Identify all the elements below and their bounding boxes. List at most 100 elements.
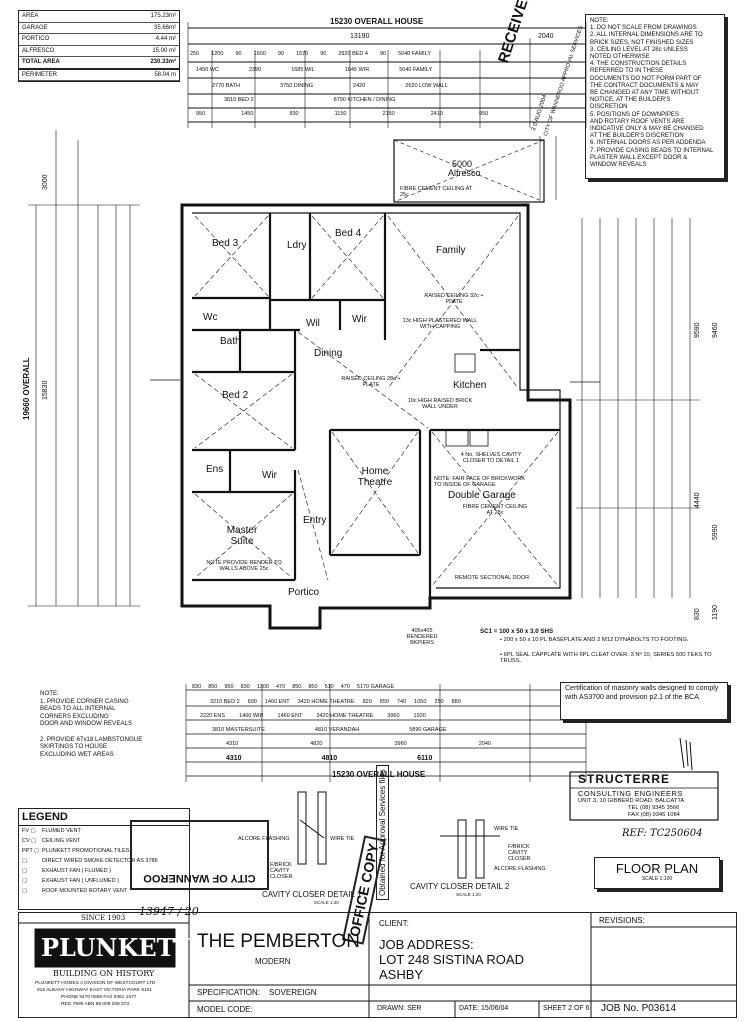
plunkett-logo: PLUNKETT: [41, 933, 192, 962]
legend-label: ROOF MOUNTED ROTARY VENT: [42, 888, 128, 894]
room-bed2: Bed 2: [222, 390, 249, 401]
note-line: BE CHANGED AT ANY TIME WITHOUT: [590, 89, 699, 97]
dim-value: 3810 MASTERSUITE: [212, 727, 265, 733]
area-row: GARAGE 35.66m²: [19, 23, 179, 34]
dim-value: 2040: [478, 741, 491, 747]
note-sectional-door: REMOTE SECTIONAL DOOR: [455, 575, 530, 581]
dim-value: 1845 WIR: [344, 67, 370, 73]
dim-value: 5040 FAMILY: [398, 51, 432, 57]
room-double-garage: Double Garage: [448, 490, 516, 501]
title-block: SINCE 1903 PLUNKETT BUILDING ON HISTORY …: [18, 905, 737, 1018]
room-alfresco: Alfresco: [448, 168, 481, 178]
dim-830-right: 830: [694, 608, 701, 620]
dim-value: 4810 VERANDAH: [314, 727, 360, 733]
dim-9590: 9590: [694, 322, 701, 338]
dim-3000-left: 3000: [42, 174, 49, 190]
dim-value: 3810 BED 2: [224, 97, 254, 103]
room-portico: Portico: [288, 587, 320, 598]
legend-symbol: FV ▢: [22, 828, 36, 834]
legend-label: DIRECT WIRED SMOKE DETECTOR AS 3786: [42, 858, 158, 864]
engineer-address: UNIT 3, 10 GIBBERD ROAD, BALCATTA: [578, 798, 685, 804]
dim-value: 470: [276, 684, 286, 690]
legend-label: PLUNKETT PROMOTIONAL TILES: [42, 848, 130, 854]
room-master-suite: Master Suite: [226, 525, 258, 547]
sc1-note-b: • 6PL SEAL CAPPLATE WITH 6PL CLEAT OVER.…: [500, 652, 712, 664]
note-fibre-cement: FIBRE CEMENT CEILING AT 25c: [400, 186, 473, 198]
note-rendered-piers: 405x405 RENDERED BKPIERS: [406, 628, 438, 646]
model-code-label: MODEL CODE:: [197, 1005, 253, 1014]
area-label: GARAGE: [22, 24, 48, 31]
room-bed3: Bed 3: [212, 238, 239, 249]
note-line: 5. POSITIONS OF DOWNPIPES: [590, 110, 680, 118]
drawn-by: DRAWN: SER: [377, 1005, 422, 1012]
legend-label: EXHAUST FAN ( UNFLUMED ): [42, 878, 119, 884]
note-line: 3. CEILING LEVEL AT 28c UNLESS: [590, 45, 688, 53]
room-ens: Ens: [206, 464, 224, 475]
legend-symbol: ▢: [22, 888, 28, 894]
legend-item: ▢EXHAUST FAN ( UNFLUMED ): [19, 876, 189, 886]
floor-plan-label-box: FLOOR PLAN SCALE 1:100: [594, 857, 720, 889]
tagline: BUILDING ON HISTORY: [53, 969, 155, 978]
dim-value: 2620 LOW WALL: [405, 83, 448, 89]
dim-value: 1200: [211, 51, 224, 57]
legend-label: CEILING VENT: [42, 838, 81, 844]
sc1-note-a: • 200 x 50 x 10 PL BASEPLATE AND 2 M12 D…: [500, 637, 689, 643]
room-bed4: Bed 4: [335, 228, 362, 239]
dim-value: 2390: [248, 67, 262, 73]
dim-value: 740: [396, 699, 407, 705]
lot-address: LOT 248 SISTINA ROAD: [379, 952, 524, 967]
company-reg: REG 7995 ABN 98 009 259 373: [61, 1002, 130, 1007]
note-render: NOTE PROVIDE RENDER TO WALLS ABOVE 25c: [206, 560, 282, 572]
engineer-fax: FAX (08) 9345 1084: [628, 812, 680, 818]
dim-5990: 5990: [712, 524, 719, 540]
dim-value: 1150: [334, 111, 347, 117]
dim-value: 1930: [413, 713, 426, 719]
area-value: 35.66m²: [153, 24, 176, 31]
dim-4440: 4440: [694, 492, 701, 508]
dim-9460: 9460: [712, 322, 719, 338]
legend-item: FV ▢FLUMED VENT: [19, 826, 189, 836]
certification-box: Certification of masonry walls designed …: [560, 682, 728, 720]
overall-house-dim: 15230 OVERALL HOUSE: [330, 17, 424, 26]
room-wil: Wil: [306, 318, 320, 329]
legend-item: ▢ DIRECT WIRED SMOKE DETECTOR AS 3786: [19, 856, 189, 866]
area-value: 4.44 m²: [155, 36, 176, 42]
dim-value: 850: [292, 684, 302, 690]
bottom-note-line: EXCLUDING WET AREAS: [40, 750, 114, 758]
dim-value: 90: [277, 51, 284, 57]
room-bath: Bath: [220, 336, 241, 347]
alcore-2: ALCORE FLASHING: [494, 866, 546, 872]
dim-value: 3960: [387, 713, 400, 719]
dim-value: 470: [340, 684, 350, 690]
house-name: THE PEMBERTON: [197, 931, 360, 952]
dim-value: 4810: [321, 755, 338, 762]
dim-2040: 2040: [538, 33, 554, 40]
legend-symbol: ▢: [22, 858, 28, 864]
dim-value: 880: [451, 699, 461, 705]
dim-value: 830: [289, 111, 299, 117]
dim-value: 5040 FAMILY: [399, 67, 433, 73]
alfresco-outline: [393, 139, 545, 203]
dim-value: 2410: [430, 111, 443, 117]
dim-value: 4310: [226, 755, 242, 762]
floor-plan-title: FLOOR PLAN: [615, 861, 699, 876]
area-value: 230.33m²: [150, 59, 176, 65]
dim-value: 850: [308, 684, 318, 690]
note-brick-wall: 10c HIGH RAISED BRICK WALL UNDER: [407, 398, 473, 410]
dim-value: 2420: [353, 83, 366, 89]
note-line: NOTE:: [590, 17, 609, 24]
spec-value: SOVEREIGN: [269, 988, 317, 997]
dim-value: 600: [247, 699, 257, 705]
